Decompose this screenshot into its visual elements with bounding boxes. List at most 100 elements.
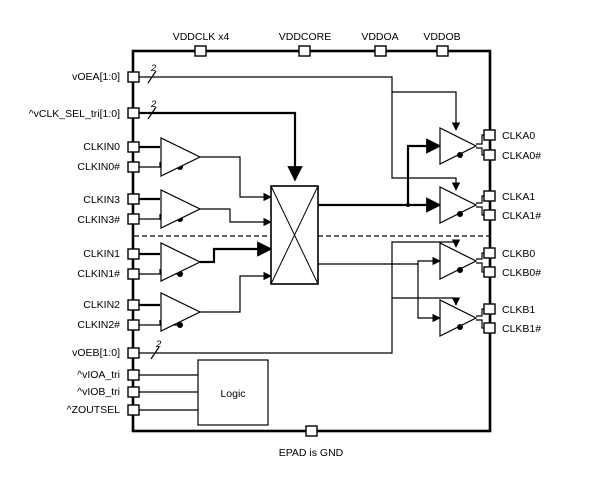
bus-width-clksel: 2 [150,99,157,110]
pin-label-clkb0: CLKB0 [502,248,535,260]
output-driver-clkb1 [439,299,478,337]
pin-label-voea: vOEA[1:0] [72,71,120,83]
input-buffer-clkin2 [160,292,202,332]
pin-clka1n [483,209,496,221]
pin-label-clkin1: CLKIN1 [83,248,120,260]
pin-clkin2n [127,319,140,331]
pin-label-vioa-tri: ^vIOA_tri [77,369,120,381]
output-driver-clka1 [439,186,478,224]
pin-label-clkin2n: CLKIN2# [77,319,120,331]
wire-clkin2n [139,320,161,326]
epad-label: EPAD is GND [279,447,344,459]
left-pin-labels: vOEA[1:0] ^vCLK_SEL_tri[1:0] CLKIN0 CLKI… [29,71,120,416]
right-pin-labels: CLKA0 CLKA0# CLKA1 CLKA1# CLKB0 CLKB0# C… [502,130,541,335]
bus-width-voeb: 2 [155,339,162,350]
pin-clka0 [483,129,496,141]
pin-clkb1n [483,322,496,334]
pin-clkb0 [483,247,496,259]
left-pins [127,71,140,416]
crosspoint-switch [270,185,319,285]
output-driver-clkb0-dot [457,267,463,273]
pin-label-clkb0n: CLKB0# [502,267,541,279]
output-drivers [439,127,478,337]
wire-buf0-xp [200,156,272,202]
input-buffer-clkin3 [160,189,202,229]
pin-label-clka0n: CLKA0# [502,150,541,162]
pin-clka0n [483,149,496,161]
pin-clka1 [483,190,496,202]
pin-clkin1n [127,268,140,280]
wire-clkin0n [139,162,161,168]
pin-voeb [127,347,140,359]
logic-label: Logic [220,388,245,400]
pin-label-clka0: CLKA0 [502,130,535,142]
pin-label-clkin1n: CLKIN1# [77,268,120,280]
pin-label-vddob: VDDOB [423,31,460,43]
wire-voea [139,76,461,131]
pin-label-zoutsel: ^ZOUTSEL [67,404,121,416]
pin-label-clkin3n: CLKIN3# [77,214,120,226]
pin-clkin1 [127,248,140,260]
input-buffer-clkin0 [160,137,202,177]
pin-clkin0 [127,141,140,153]
bus-slash-voea [147,70,157,84]
wire-xp-bank-b [318,256,441,266]
pin-label-vclk-sel-tri: ^vCLK_SEL_tri[1:0] [29,108,120,120]
output-driver-clkb0 [439,242,478,280]
bus-slash-voeb [150,346,160,360]
pin-vddob [436,45,449,57]
output-driver-clka1-dot [457,211,463,217]
wire-clkin3n [139,214,161,220]
pin-label-clkb1: CLKB1 [502,304,535,316]
output-driver-clka0 [439,127,478,165]
top-pins: VDDCLK x4 VDDCORE VDDOA VDDOB [173,31,461,57]
input-buffer-clkin1 [160,242,202,282]
wire-clk-sel [139,111,303,182]
input-buffers [160,137,202,332]
node-bank-a [406,203,410,207]
pin-vddclk [194,45,207,57]
bus-slash-clksel [147,106,157,120]
output-driver-clkb1-dot [457,324,463,330]
pin-label-clkin0n: CLKIN0# [77,161,120,173]
wire-voeb-b0 [391,239,461,298]
pin-epad [305,425,318,437]
pin-vddoa [374,45,387,57]
pin-clkin3n [127,213,140,225]
pin-clkb1 [483,303,496,315]
pin-viob-tri [127,386,140,398]
pin-label-clka1: CLKA1 [502,191,535,203]
logic-block [197,359,269,426]
wire-buf3-xp [200,208,272,227]
wire-clkin1n [139,269,161,275]
pin-label-viob-tri: ^vIOB_tri [77,386,120,398]
pin-clkin0n [127,161,140,173]
pin-clkin3 [127,193,140,205]
pin-label-clkin0: CLKIN0 [83,141,120,153]
right-pins [483,129,496,334]
pin-voea [127,71,140,83]
wire-xp-clkb1 [417,264,441,323]
pin-vddcore [298,45,311,57]
pin-vioa-tri [127,369,140,381]
wire-buf2-xp [200,271,272,313]
pin-label-voeb: vOEB[1:0] [72,347,120,359]
pin-clkb0n [483,266,496,278]
pin-label-clka1n: CLKA1# [502,210,541,222]
pin-zoutsel [127,404,140,416]
pin-clkin2 [127,299,140,311]
bus-width-voea: 2 [150,63,157,74]
wire-voea-a1 [391,92,461,191]
pin-label-clkin3: CLKIN3 [83,194,120,206]
wire-buf1-xp [200,241,273,264]
pin-label-vddclk: VDDCLK x4 [173,31,230,43]
pin-label-clkin2: CLKIN2 [83,299,120,311]
bias-dot-2 [177,322,183,328]
output-driver-clka0-dot [457,152,463,158]
pin-label-vddcore: VDDCORE [279,31,332,43]
pin-label-clkb1n: CLKB1# [502,323,541,335]
wire-xp-bank-a [318,138,442,207]
pin-label-vddoa: VDDOA [361,31,398,43]
pin-vclk-sel-tri [127,107,140,119]
